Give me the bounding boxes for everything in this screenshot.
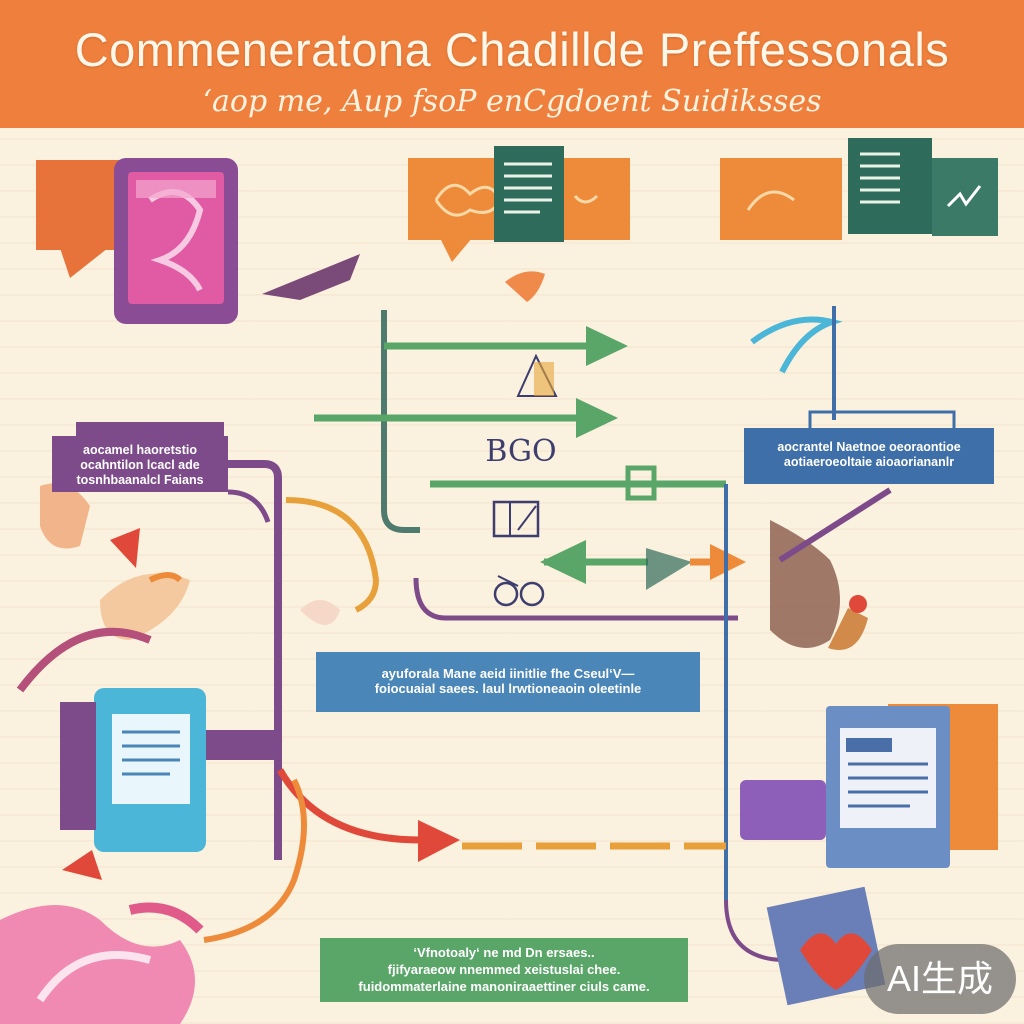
green-line-2: fjifyaraeow nnemmed xeistuslai chee.	[387, 962, 621, 977]
blue-center-line-2: foiocuaial saees. laul lrwtioneaoin olee…	[374, 681, 642, 696]
green-line-3: fuidommaterlaine manoniraaettiner ciuls …	[358, 979, 650, 994]
label-box-blue-right: aocrantel Naetnoe oeoraontioe aotiaeroeo…	[744, 428, 994, 484]
label-box-green: ‘Vfnotoaly‘ ne md Dn ersaes.. fjifyaraeo…	[320, 938, 688, 1002]
people-illustration-bottom	[0, 902, 204, 1024]
arrow-left-purple	[262, 254, 360, 300]
document-icon-right	[848, 138, 998, 236]
label-box-purple: aocamel haoretstio ocahntilon lcacl ade …	[52, 436, 228, 492]
center-flow	[314, 310, 787, 962]
purple-line-3: tosnhbaanalcl Faians	[76, 473, 204, 487]
document-stack-right	[740, 704, 998, 868]
chart-icon	[492, 500, 540, 538]
ai-generated-badge: AI生成	[864, 944, 1016, 1014]
orange-card-right	[720, 158, 842, 240]
box-cap-purple	[76, 422, 224, 436]
glasses-icon	[493, 575, 545, 607]
document-icon-center	[494, 146, 564, 242]
page-subtitle: ‘aop me, Aup fsoP enCgdoent Suidiksses	[202, 84, 822, 119]
purple-line-2: ocahntilon lcacl ade	[80, 458, 200, 472]
blue-center-line-1: ayuforala Mane aeid iinitlie fhe Cseul‘V…	[381, 666, 635, 681]
mouse-icon	[300, 600, 340, 625]
label-box-blue-center: ayuforala Mane aeid iinitlie fhe Cseul‘V…	[316, 652, 700, 712]
blue-right-line-2: aotiaeroeoltaie aioaoriananlr	[783, 455, 955, 469]
header-banner: Commeneratona Chadillde Preffessonals ‘a…	[0, 0, 1024, 128]
blue-right-line-1: aocrantel Naetnoe oeoraontioe	[777, 440, 961, 454]
brush-stroke-cyan	[750, 316, 843, 374]
server-icon-left	[60, 688, 278, 852]
flame-icon	[505, 271, 545, 302]
hand-right	[770, 520, 840, 648]
people-illustration-left	[16, 483, 190, 693]
page-title: Commeneratona Chadillde Preffessonals	[74, 23, 950, 76]
center-label: BGO	[485, 434, 557, 469]
arrow-red-bottom	[276, 768, 421, 844]
green-line-1: ‘Vfnotoaly‘ ne md Dn ersaes..	[413, 945, 595, 960]
purple-line-1: aocamel haoretstio	[83, 443, 197, 457]
heart-card-icon	[766, 886, 886, 1006]
phone-icon	[114, 158, 238, 324]
